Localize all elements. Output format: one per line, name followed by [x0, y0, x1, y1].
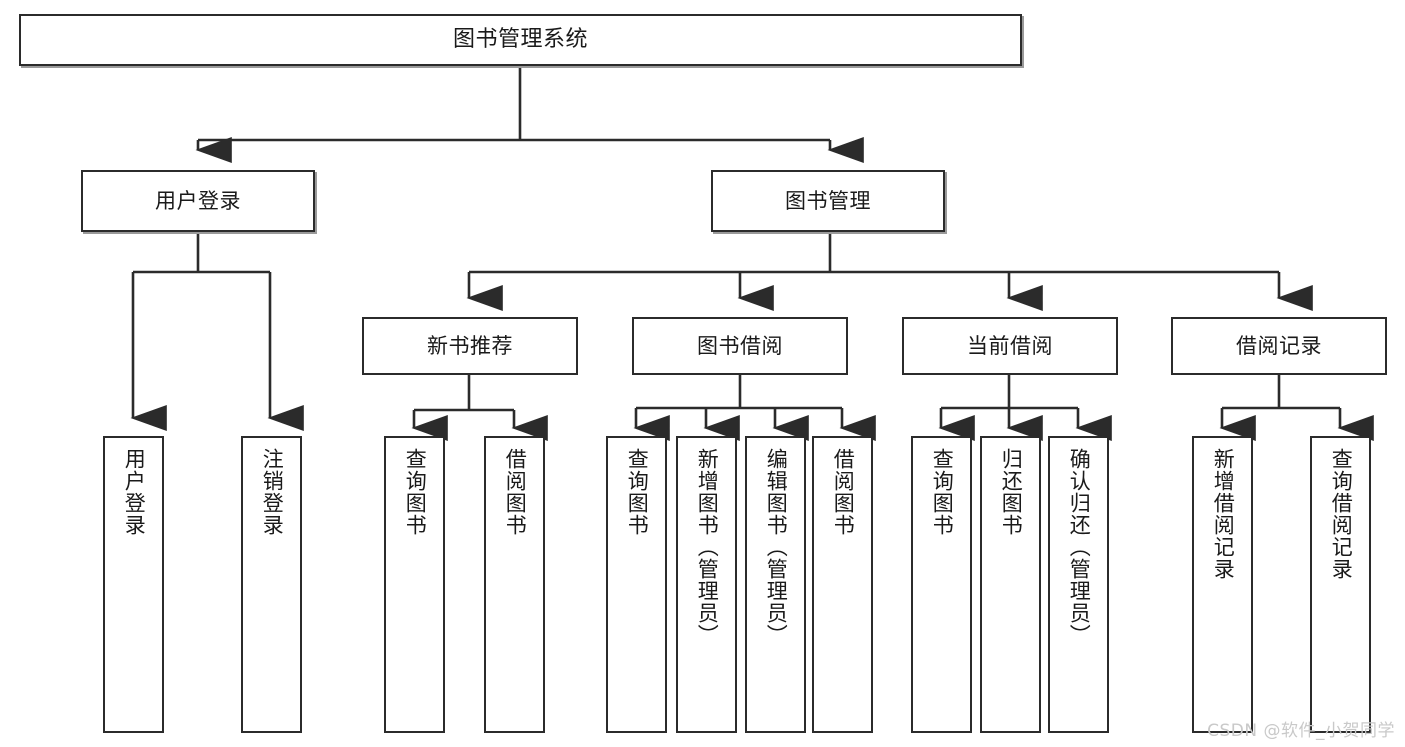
node-leaf-edit-book[interactable]: 编辑图书（管理员） — [745, 436, 806, 733]
node-leaf-logout-label: 注销登录 — [260, 448, 285, 536]
node-current-borrow[interactable]: 当前借阅 — [902, 317, 1118, 375]
watermark: CSDN @软件_小贺同学 — [1207, 721, 1395, 741]
node-leaf-return-book-label: 归还图书 — [999, 448, 1024, 536]
node-leaf-logout[interactable]: 注销登录 — [241, 436, 302, 733]
node-leaf-borrow-book-rec[interactable]: 借阅图书 — [484, 436, 545, 733]
node-leaf-query-book-current[interactable]: 查询图书 — [911, 436, 972, 733]
node-leaf-confirm-return-label: 确认归还（管理员） — [1067, 448, 1092, 646]
node-current-borrow-label: 当前借阅 — [967, 333, 1053, 358]
node-borrow-record[interactable]: 借阅记录 — [1171, 317, 1387, 375]
node-book-manage[interactable]: 图书管理 — [711, 170, 945, 232]
node-book-borrow-label: 图书借阅 — [697, 333, 783, 358]
node-leaf-borrow-book[interactable]: 借阅图书 — [812, 436, 873, 733]
node-new-book-rec-label: 新书推荐 — [427, 333, 513, 358]
node-leaf-query-record[interactable]: 查询借阅记录 — [1310, 436, 1371, 733]
node-user-login[interactable]: 用户登录 — [81, 170, 315, 232]
node-leaf-query-book-rec-label: 查询图书 — [403, 448, 428, 536]
node-leaf-query-book-borrow[interactable]: 查询图书 — [606, 436, 667, 733]
node-leaf-query-book-rec[interactable]: 查询图书 — [384, 436, 445, 733]
node-user-login-label: 用户登录 — [155, 188, 241, 213]
node-root[interactable]: 图书管理系统 — [19, 14, 1022, 66]
node-book-borrow[interactable]: 图书借阅 — [632, 317, 848, 375]
node-leaf-user-login-label: 用户登录 — [122, 448, 147, 536]
node-leaf-borrow-book-rec-label: 借阅图书 — [503, 448, 528, 536]
node-new-book-rec[interactable]: 新书推荐 — [362, 317, 578, 375]
node-leaf-user-login[interactable]: 用户登录 — [103, 436, 164, 733]
node-leaf-return-book[interactable]: 归还图书 — [980, 436, 1041, 733]
node-leaf-add-record-label: 新增借阅记录 — [1211, 448, 1236, 580]
node-root-label: 图书管理系统 — [452, 27, 588, 53]
node-leaf-add-record[interactable]: 新增借阅记录 — [1192, 436, 1253, 733]
node-leaf-borrow-book-label: 借阅图书 — [831, 448, 856, 536]
node-book-manage-label: 图书管理 — [785, 188, 871, 213]
node-borrow-record-label: 借阅记录 — [1236, 333, 1322, 358]
node-leaf-query-record-label: 查询借阅记录 — [1329, 448, 1354, 580]
node-leaf-query-book-current-label: 查询图书 — [930, 448, 955, 536]
node-leaf-add-book-label: 新增图书（管理员） — [695, 448, 720, 646]
node-leaf-query-book-borrow-label: 查询图书 — [625, 448, 650, 536]
node-leaf-add-book[interactable]: 新增图书（管理员） — [676, 436, 737, 733]
node-leaf-confirm-return[interactable]: 确认归还（管理员） — [1048, 436, 1109, 733]
node-leaf-edit-book-label: 编辑图书（管理员） — [764, 448, 789, 646]
